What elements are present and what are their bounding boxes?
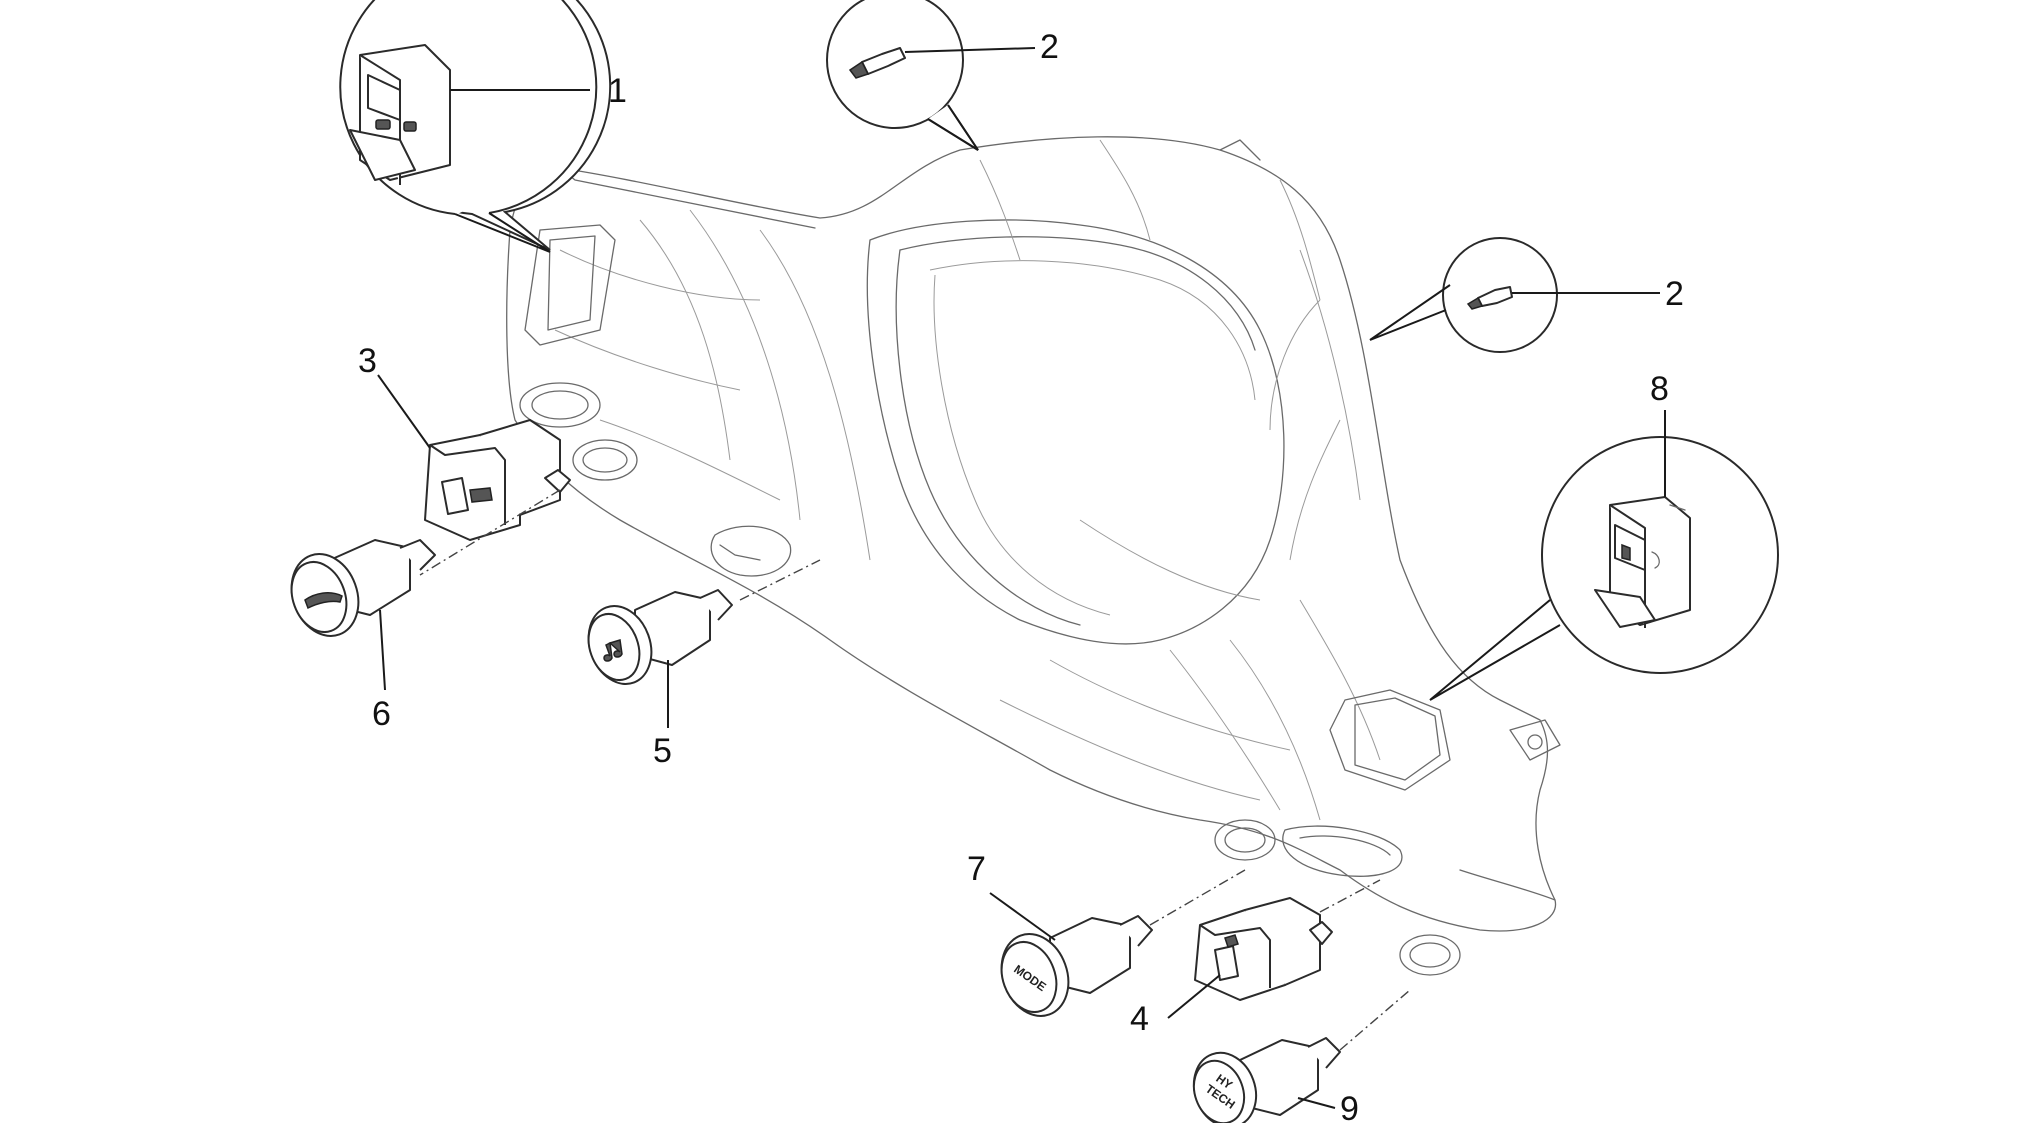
label-6: 6 [372,695,391,733]
assembly-line-3 [419,489,561,576]
callout-bubble-8 [1429,436,1779,701]
assembly-line-5 [739,559,821,601]
label-8: 8 [1650,370,1669,408]
callout-bubble-2-right [1369,237,1558,353]
assembly-line-4 [1319,879,1381,913]
button-part-5 [587,589,733,728]
label-3: 3 [358,342,377,380]
label-2-right: 2 [1665,275,1684,313]
hytech-button-part-9: HY TECH [1192,1037,1341,1123]
switch-block-part-4 [1167,897,1333,1019]
bulb-part-2-top [848,47,1036,79]
mode-button-part-7: MODE [989,892,1153,1017]
switch-block-part-3 [377,374,571,541]
label-7: 7 [967,850,986,888]
label-1: 1 [608,72,627,110]
button-part-6 [290,539,436,691]
label-5: 5 [653,732,672,770]
label-9: 9 [1340,1090,1359,1123]
label-4: 4 [1130,1000,1149,1038]
rocker-switch-part-8 [1594,410,1691,628]
rocker-switch-part-1 [349,44,590,185]
assembly-line-9 [1339,989,1411,1051]
callout-bubble-2-top [826,0,979,151]
label-2-top: 2 [1040,28,1059,66]
handlebar-cover [506,136,1561,976]
assembly-line-7 [1149,869,1246,926]
bulb-part-2-right [1466,286,1660,310]
